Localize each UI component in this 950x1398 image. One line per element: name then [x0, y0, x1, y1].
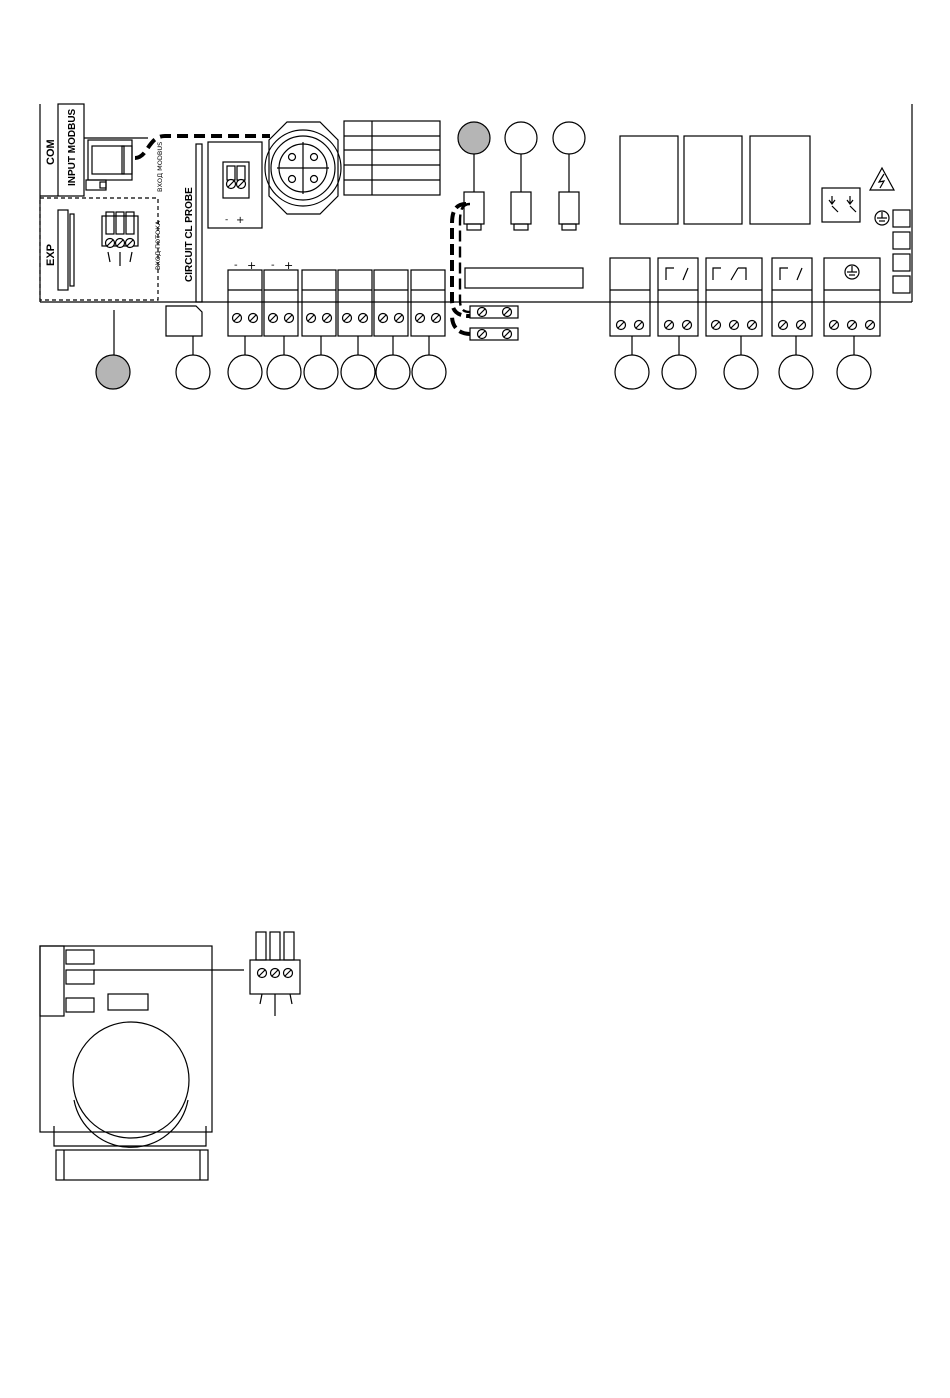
terminal-screws [106, 180, 875, 339]
fuse-holders [464, 154, 579, 230]
callout-circle [412, 355, 446, 389]
polarity-minus: - [234, 260, 238, 271]
callout-circle [304, 355, 338, 389]
callout-circle [228, 355, 262, 389]
power-switch-icon [822, 188, 860, 222]
callout-circle [837, 355, 871, 389]
callout-circle [341, 355, 375, 389]
terminal-row-right [610, 258, 880, 336]
callout-circles [96, 122, 871, 389]
exp-callout [96, 355, 130, 389]
callout-circle [176, 355, 210, 389]
relay-no-icon [666, 268, 688, 280]
fuse-callout [458, 122, 490, 154]
exp-block [40, 198, 158, 300]
polarity-plus: + [284, 259, 293, 272]
callout-circle [267, 355, 301, 389]
vkhod-modbus-label: ВХОД MODBUS [156, 142, 164, 192]
callout-circle [724, 355, 758, 389]
callout-circle [553, 122, 585, 154]
callout-circle [505, 122, 537, 154]
relay-blocks [620, 136, 810, 224]
config-table [344, 121, 440, 195]
ground-icon [875, 211, 889, 225]
input-modbus-label: INPUT MODBUS [67, 108, 78, 186]
side-fuse-boxes [893, 210, 910, 293]
callout-circle [615, 355, 649, 389]
display-slot [465, 268, 583, 288]
flow-sensor-screws [258, 969, 293, 978]
exp-label: EXP [45, 244, 57, 266]
polarity-minus: - [271, 260, 275, 271]
polarity-minus: - [225, 215, 228, 225]
relay-changeover-icon [713, 268, 746, 280]
callout-circle [779, 355, 813, 389]
terminal-row-left [228, 270, 445, 336]
ground-symbol-icon [845, 265, 859, 279]
high-voltage-warning-icon [870, 168, 894, 190]
callout-circle [662, 355, 696, 389]
polarity-plus: + [247, 259, 256, 272]
com-label: COM [45, 139, 57, 165]
circuit-cl-probe-label: CIRCUIT CL PROBE [184, 187, 195, 282]
m12-connector [265, 122, 341, 214]
callout-circle [376, 355, 410, 389]
polarity-plus: + [236, 215, 244, 226]
vkhod-potoka-label: ВХОД ПОТОКА [154, 220, 162, 270]
flow-sensor-disc [73, 1022, 189, 1138]
relay-no-icon [780, 268, 802, 280]
